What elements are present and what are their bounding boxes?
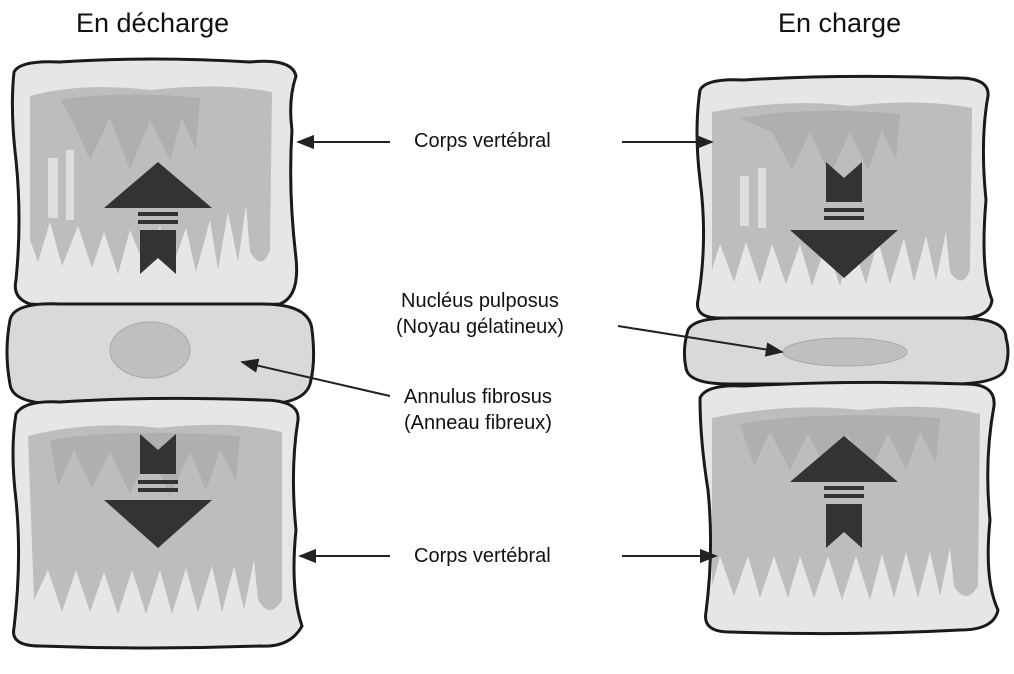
title-unloaded: En décharge (76, 8, 230, 38)
label-nucleus-line2: (Noyau gélatineux) (396, 316, 564, 338)
label-nucleus-line1: Nucléus pulposus (401, 290, 559, 312)
right-bottom-up-arrow (790, 436, 898, 548)
label-annulus-line1: Annulus fibrosus (404, 386, 552, 408)
label-bottom-vertebral-body: Corps vertébral (414, 545, 551, 567)
left-nucleus (109, 321, 191, 379)
left-top-up-arrow (104, 162, 212, 274)
right-bottom-vertebra (698, 380, 1000, 636)
left-bottom-down-arrow (104, 434, 212, 548)
arrow-annulus (240, 358, 391, 397)
right-nucleus (782, 337, 908, 367)
label-annulus-fibrosus: Annulus fibrosus (Anneau fibreux) (404, 384, 552, 436)
title-loaded: En charge (778, 8, 902, 38)
arrow-nucleus (617, 325, 784, 357)
label-annulus-line2: (Anneau fibreux) (404, 412, 552, 434)
right-top-down-arrow (790, 162, 898, 278)
label-nucleus-pulposus: Nucléus pulposus (Noyau gélatineux) (396, 288, 564, 340)
label-top-vertebral-body: Corps vertébral (414, 130, 551, 152)
